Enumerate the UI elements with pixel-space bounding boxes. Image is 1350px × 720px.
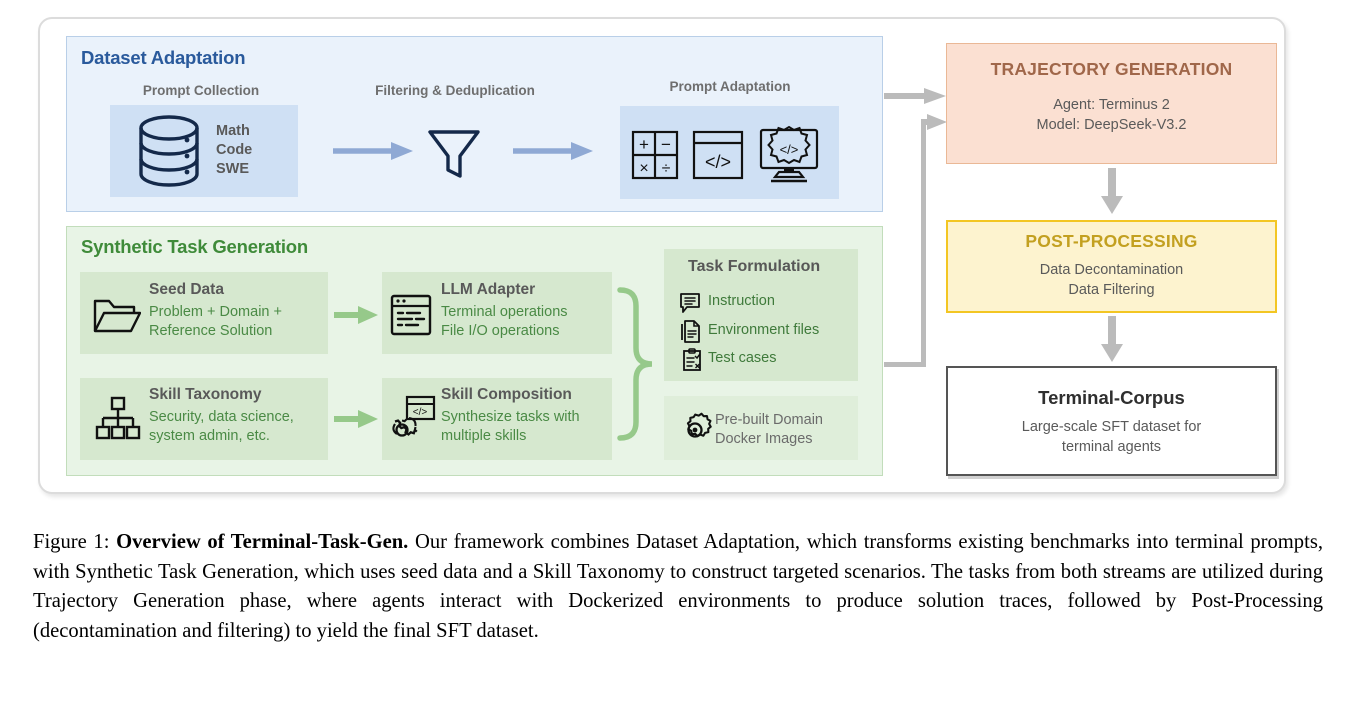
box-trajectory-generation [946, 43, 1277, 164]
task-item-environment-files: Environment files [708, 322, 820, 338]
card-title-skill-composition: Skill Composition [441, 386, 572, 403]
hierarchy-icon [95, 396, 141, 442]
trajectory-model-line: Model: DeepSeek-V3.2 [1036, 117, 1187, 133]
terminal-window-icon [390, 294, 432, 336]
arrow-seed-to-adapter [334, 305, 380, 325]
post-processing-details: Data Decontamination Data Filtering [0, 260, 1350, 300]
source-swe: SWE [216, 161, 250, 177]
trajectory-generation-title: TRAJECTORY GENERATION [990, 59, 1233, 79]
skill-taxonomy-line-1: Security, data science, [149, 409, 294, 425]
post-processing-line-2: Data Filtering [1068, 282, 1155, 298]
database-sources: Math Code SWE [216, 122, 252, 179]
dataset-adaptation-title: Dataset Adaptation [81, 47, 246, 68]
connector-task-vertical [921, 119, 926, 367]
svg-text:÷: ÷ [662, 160, 671, 177]
funnel-icon [425, 126, 483, 184]
brace-connector [614, 286, 658, 442]
tile-prompt-adaptation [620, 106, 839, 199]
gear-icon [676, 409, 716, 449]
monitor-code-icon: </> [757, 124, 821, 184]
docker-line-2: Docker Images [715, 431, 813, 447]
trajectory-generation-details: Agent: Terminus 2 Model: DeepSeek-V3.2 [0, 95, 1350, 135]
arrow-filter-to-adaptation [513, 140, 597, 162]
skill-taxonomy-line-2: system admin, etc. [149, 428, 270, 444]
terminal-corpus-line-1: Large-scale SFT dataset for [1021, 419, 1202, 435]
label-prompt-adaptation: Prompt Adaptation [669, 79, 791, 94]
caption-bold-title: Overview of Terminal-Task-Gen. [116, 531, 409, 553]
card-title-llm-adapter: LLM Adapter [441, 281, 536, 298]
arrow-taxonomy-to-composition [334, 409, 380, 429]
documents-icon [680, 320, 702, 344]
card-title-skill-taxonomy: Skill Taxonomy [149, 386, 262, 403]
card-body-seed-data: Problem + Domain + Reference Solution [149, 303, 282, 341]
label-filtering-dedup: Filtering & Deduplication [375, 83, 535, 98]
source-code: Code [216, 142, 253, 158]
card-body-skill-composition: Synthesize tasks with multiple skills [441, 408, 580, 446]
skill-composition-line-1: Synthesize tasks with [441, 409, 580, 425]
docker-images-text: Pre-built Domain Docker Images [715, 411, 823, 449]
arrow-postprocessing-to-corpus [1098, 316, 1126, 364]
seed-data-line-1: Problem + Domain + [149, 304, 282, 320]
synthetic-task-generation-title: Synthetic Task Generation [81, 236, 308, 257]
svg-text:</>: </> [780, 142, 799, 157]
terminal-corpus-line-2: terminal agents [1061, 439, 1162, 455]
svg-text:</>: </> [705, 152, 731, 172]
caption-prefix: Figure 1: [33, 531, 110, 553]
arrow-collection-to-filter [333, 140, 417, 162]
task-formulation-title: Task Formulation [688, 258, 821, 275]
terminal-corpus-details: Large-scale SFT dataset for terminal age… [0, 417, 1350, 457]
calculator-icon: + − × ÷ [631, 130, 679, 180]
trajectory-agent-line: Agent: Terminus 2 [1053, 97, 1170, 113]
task-item-instruction: Instruction [708, 293, 775, 309]
box-terminal-corpus [946, 366, 1277, 476]
svg-text:−: − [661, 135, 671, 154]
database-icon [132, 113, 206, 189]
svg-text:×: × [639, 160, 648, 177]
code-window-icon: </> [692, 130, 744, 180]
arrow-trajectory-to-postprocessing [1098, 168, 1126, 216]
connector-dataset-to-trajectory [884, 86, 948, 106]
clipboard-check-icon [681, 348, 703, 372]
task-item-test-cases: Test cases [708, 350, 777, 366]
svg-text:+: + [639, 135, 649, 154]
card-title-seed-data: Seed Data [149, 281, 224, 298]
svg-text:</>: </> [413, 407, 428, 418]
box-post-processing [946, 220, 1277, 313]
llm-adapter-line-1: Terminal operations [441, 304, 568, 320]
figure-caption: Figure 1: Overview of Terminal-Task-Gen.… [33, 528, 1323, 646]
tile-task-formulation [664, 249, 858, 381]
connector-task-to-trajectory-arrow [921, 112, 949, 132]
post-processing-title: POST-PROCESSING [1025, 231, 1198, 251]
docker-line-1: Pre-built Domain [715, 412, 823, 428]
source-math: Math [216, 123, 250, 139]
gear-code-icon: </> [387, 394, 437, 442]
llm-adapter-line-2: File I/O operations [441, 323, 560, 339]
tile-docker-images [664, 396, 858, 460]
folder-icon [93, 296, 141, 336]
caption-body: Our framework combines Dataset Adaptatio… [33, 531, 1323, 642]
card-body-skill-taxonomy: Security, data science, system admin, et… [149, 408, 294, 446]
skill-composition-line-2: multiple skills [441, 428, 527, 444]
label-prompt-collection: Prompt Collection [142, 83, 260, 98]
terminal-corpus-title: Terminal-Corpus [1038, 387, 1185, 408]
seed-data-line-2: Reference Solution [149, 323, 273, 339]
card-body-llm-adapter: Terminal operations File I/O operations [441, 303, 568, 341]
speech-bubble-icon [679, 292, 701, 314]
connector-task-horizontal [884, 362, 926, 367]
post-processing-line-1: Data Decontamination [1039, 262, 1184, 278]
